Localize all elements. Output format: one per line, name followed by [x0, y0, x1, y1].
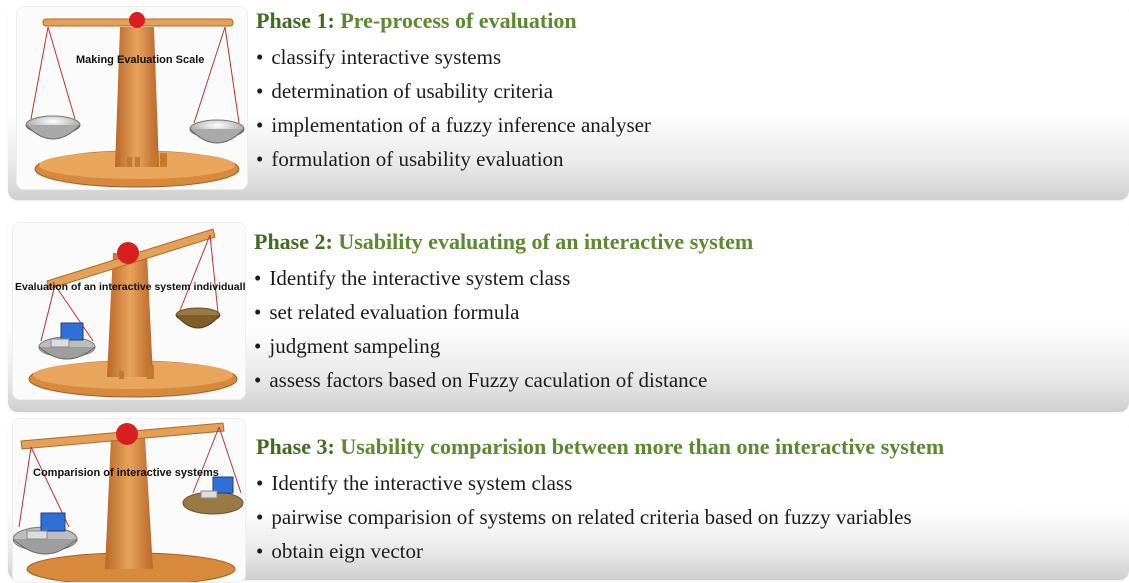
phase-2-heading: Phase 2: Usability evaluating of an inte…: [254, 229, 753, 255]
phase-1-text: Phase 1: Pre-process of evaluation class…: [256, 8, 651, 176]
list-item: Identify the interactive system class: [256, 466, 944, 500]
list-item: implementation of a fuzzy inference anal…: [256, 108, 651, 142]
phase-3-title: Usability comparision between more than …: [340, 434, 945, 459]
phase-1-image-caption: Making Evaluation Scale: [76, 54, 205, 66]
phase-2-title: Usability evaluating of an interactive s…: [338, 229, 754, 254]
phase-2-image-caption: Evaluation of an interactive system indi…: [15, 281, 246, 293]
phase-2-scale-image: Evaluation of an interactive system indi…: [12, 222, 246, 400]
list-item: obtain eign vector: [256, 534, 944, 568]
phase-1-heading: Phase 1: Pre-process of evaluation: [256, 8, 651, 34]
list-item: assess factors based on Fuzzy caculation…: [254, 363, 753, 397]
phase-3-heading: Phase 3: Usability comparision between m…: [256, 434, 944, 460]
phase-2-text: Phase 2: Usability evaluating of an inte…: [254, 229, 753, 397]
list-item: pairwise comparision of systems on relat…: [256, 500, 944, 534]
phase-3-image-caption: Comparision of interactive systems: [33, 467, 219, 479]
list-item: Identify the interactive system class: [254, 261, 753, 295]
list-item: set related evaluation formula: [254, 295, 753, 329]
phase-3-number: Phase 3:: [256, 434, 335, 459]
phase-1-scale-image: Making Evaluation Scale: [16, 6, 248, 190]
phase-1-title: Pre-process of evaluation: [340, 8, 577, 33]
phase-3-scale-image: Comparision of interactive systems: [12, 418, 246, 583]
phase-2-number: Phase 2:: [254, 229, 333, 254]
list-item: formulation of usability evaluation: [256, 142, 651, 176]
phase-1-bullet-list: classify interactive systems determinati…: [256, 40, 651, 176]
phase-2-bullet-list: Identify the interactive system class se…: [254, 261, 753, 397]
list-item: judgment sampeling: [254, 329, 753, 363]
phase-3-text: Phase 3: Usability comparision between m…: [256, 434, 944, 568]
list-item: determination of usability criteria: [256, 74, 651, 108]
list-item: classify interactive systems: [256, 40, 651, 74]
phase-3-bullet-list: Identify the interactive system class pa…: [256, 466, 944, 568]
phase-1-number: Phase 1:: [256, 8, 335, 33]
